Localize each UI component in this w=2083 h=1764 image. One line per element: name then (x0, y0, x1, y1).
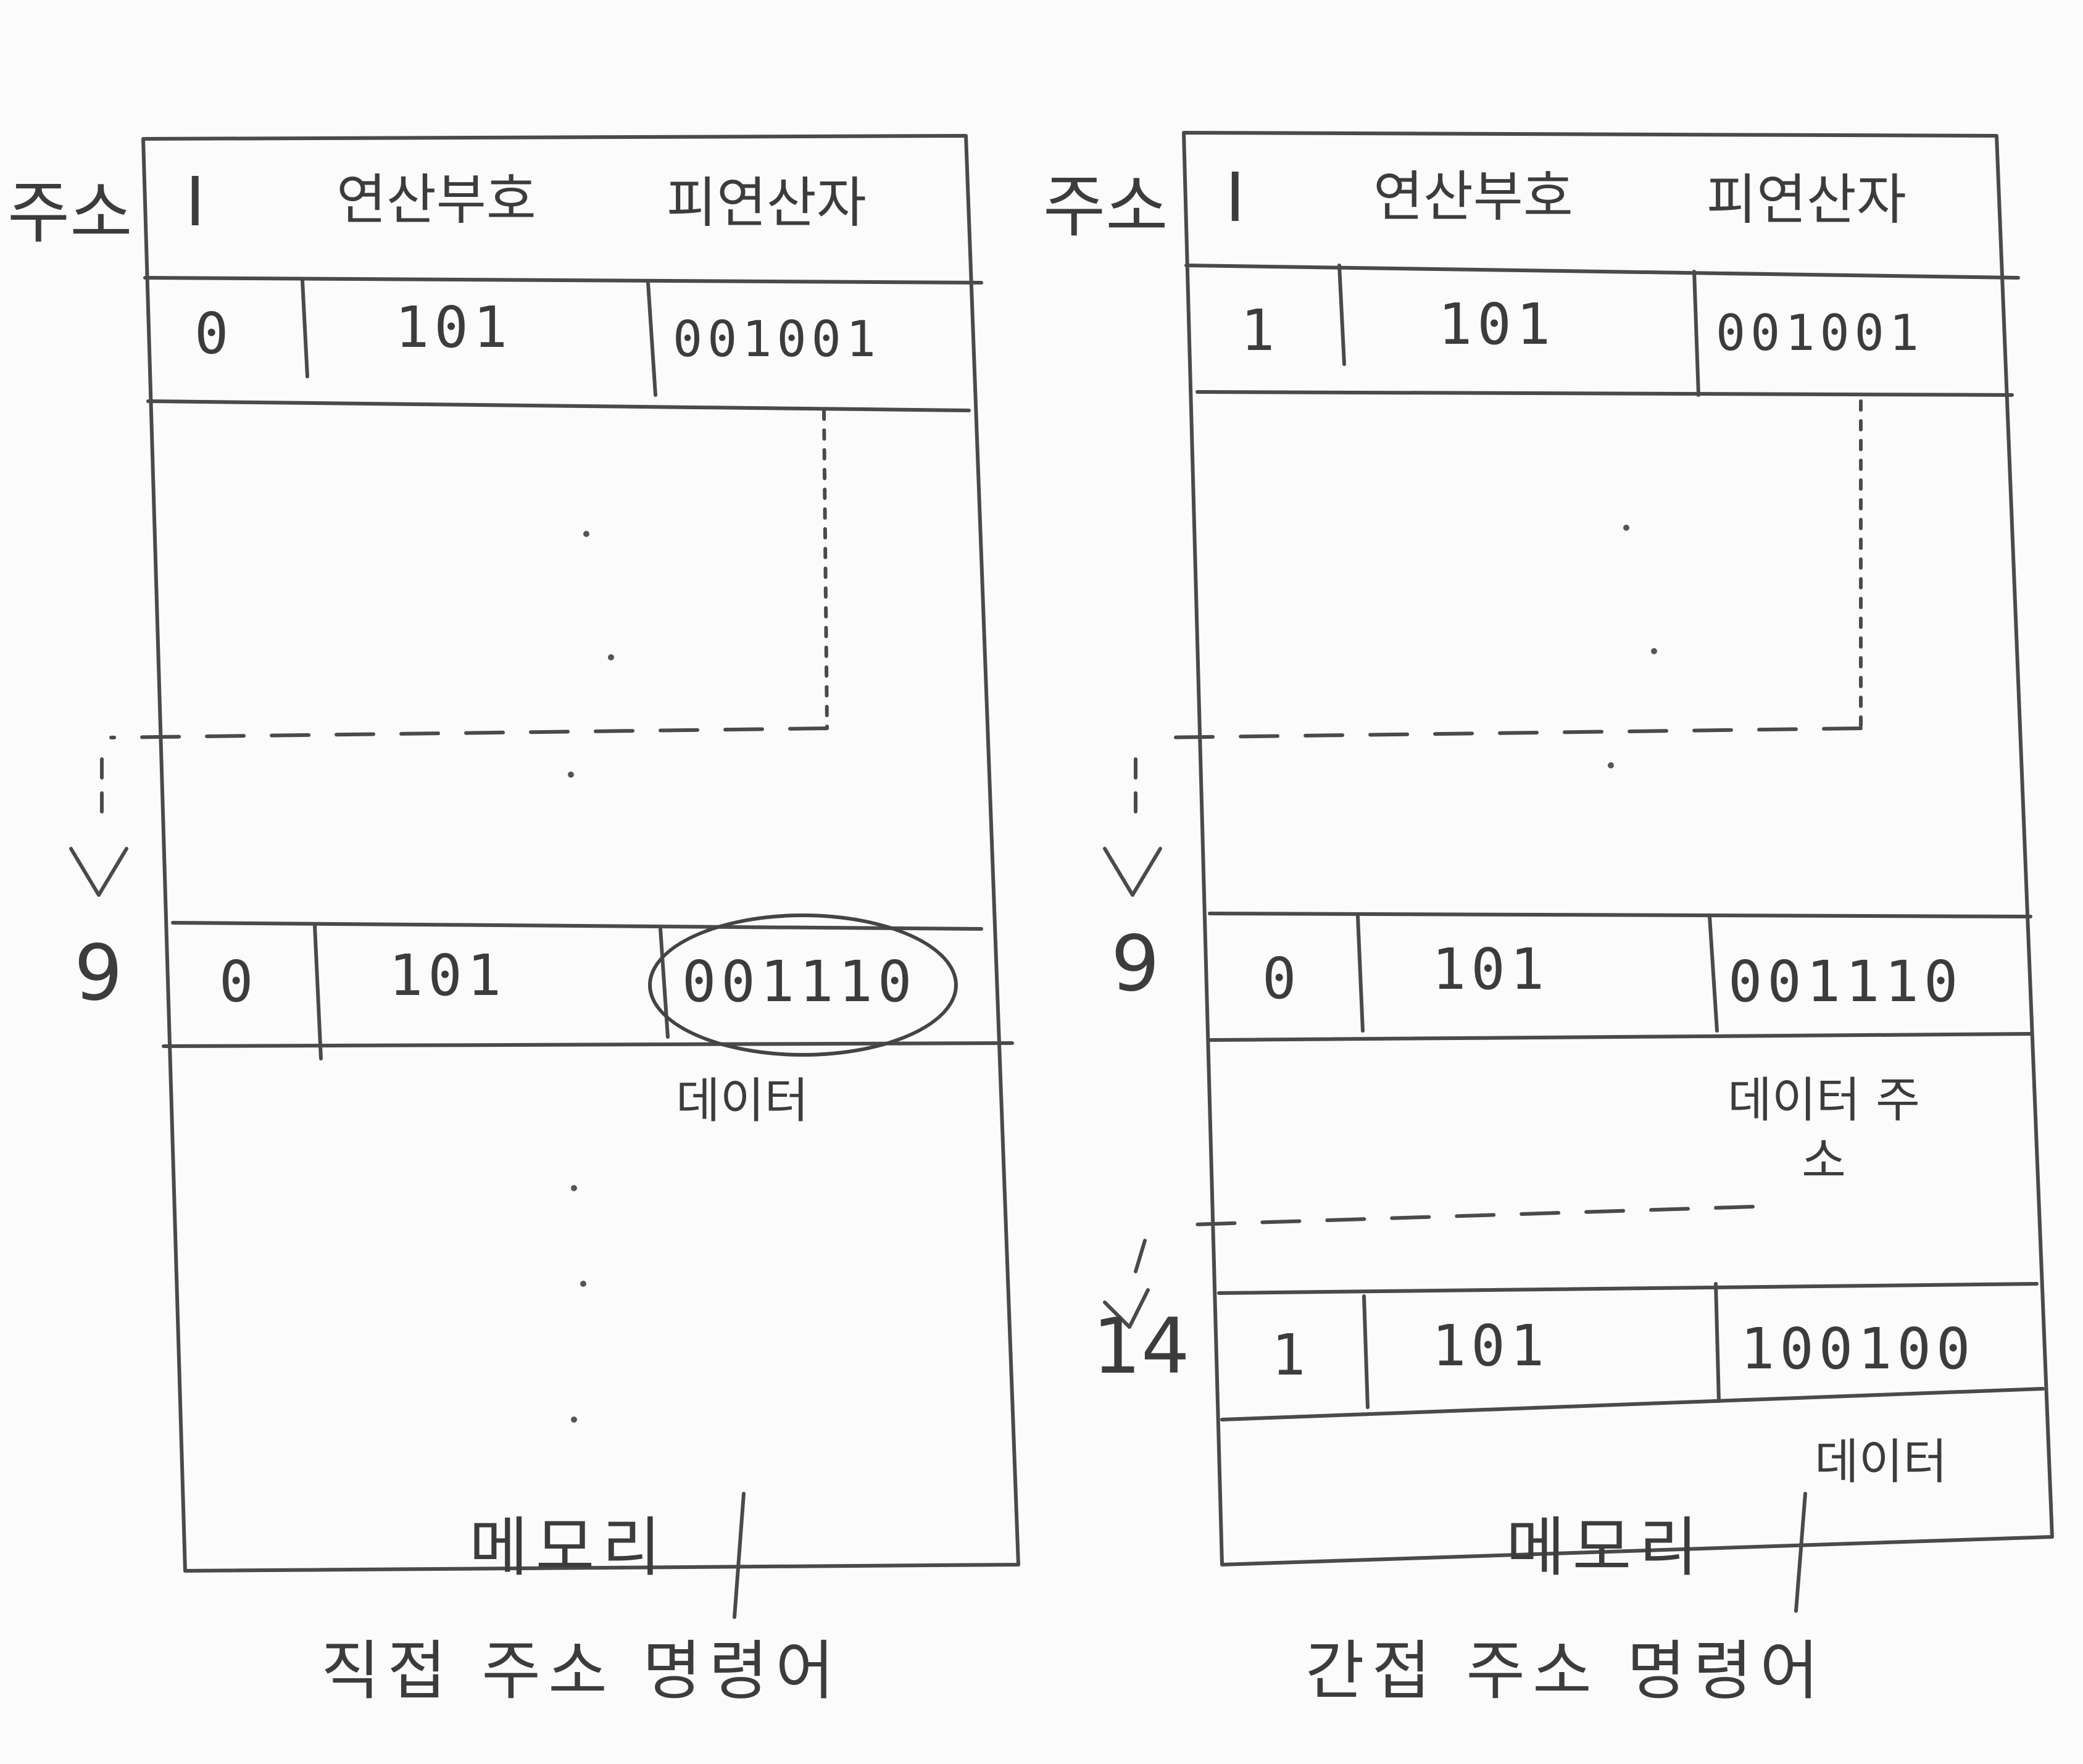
left-dot (580, 1281, 586, 1287)
left-dot (583, 531, 589, 537)
left-header-address: 주소 (7, 173, 133, 252)
right-dot (1608, 762, 1614, 768)
right-row1-div2 (1692, 270, 1700, 397)
right-row9-opcode: 101 (1432, 936, 1550, 1002)
left-row1-div1 (301, 279, 309, 378)
right-pointer-across (1158, 726, 1863, 739)
right-row14-div1 (1362, 1294, 1370, 1409)
left-row1-operand: 001001 (673, 310, 881, 368)
right-row14-operand: 100100 (1740, 1316, 1976, 1382)
left-row1-div2 (646, 281, 657, 397)
left-dot (571, 1185, 577, 1191)
left-memory-slash (733, 1492, 746, 1619)
right-row1-i: 1 (1241, 297, 1280, 364)
left-row9-operand-circle (648, 913, 958, 1057)
left-row9-div1 (313, 924, 323, 1060)
right-row9-address: 9 (1111, 920, 1160, 1009)
left-header-operand: 피연산자 (667, 171, 867, 235)
right-header-operand: 피연산자 (1707, 168, 1906, 231)
right-memory-box (1182, 131, 2054, 1566)
left-dot (608, 654, 614, 660)
right-pointer2-vert (1134, 1239, 1147, 1273)
right-row9-top (1208, 912, 2032, 918)
right-row9-i: 0 (1262, 946, 1302, 1012)
left-header-opcode: 연산부호 (336, 168, 536, 231)
right-header-i: I (1225, 158, 1245, 237)
right-header-address: 주소 (1043, 167, 1168, 246)
right-row14-div2 (1714, 1282, 1721, 1403)
right-row14-bottom (1220, 1387, 2045, 1421)
left-pointer-across (109, 726, 829, 739)
left-row9-i: 0 (219, 949, 259, 1015)
left-dot (568, 772, 574, 778)
right-pointer2-across (1171, 1205, 1755, 1227)
left-dot (571, 1417, 577, 1423)
left-row1-bottom (146, 399, 971, 412)
right-row9-bottom (1208, 1032, 2032, 1042)
left-header-line (143, 276, 983, 285)
right-row9-div1 (1356, 915, 1365, 1033)
left-memory-label: 메모리 (469, 1510, 669, 1585)
right-row9-operand: 001110 (1728, 949, 1963, 1015)
right-arrowhead2 (1103, 1288, 1150, 1329)
right-dot (1651, 648, 1657, 654)
right-row14-opcode: 101 (1432, 1313, 1550, 1379)
left-row1-opcode: 101 (395, 294, 513, 360)
left-row9-address: 9 (74, 929, 123, 1018)
right-row14-i: 1 (1271, 1322, 1311, 1388)
right-memory-label: 메모리 (1506, 1510, 1706, 1585)
right-row9-div2 (1708, 915, 1719, 1033)
right-dot (1623, 525, 1629, 531)
right-row14-top (1217, 1282, 2039, 1295)
right-header-line (1184, 264, 2020, 280)
left-arrowhead (69, 847, 128, 897)
right-row9-note: 데이터 주소 (1728, 1073, 1920, 1189)
left-row9-note: 데이터 (676, 1073, 809, 1129)
right-caption: 간접 주소 명령어 (1305, 1633, 1826, 1708)
right-row1-operand: 001001 (1716, 304, 1924, 362)
left-row9-opcode: 101 (389, 942, 507, 1009)
left-row1-i: 0 (194, 301, 234, 367)
right-header-opcode: 연산부호 (1373, 165, 1573, 228)
left-caption: 직접 주소 명령어 (321, 1633, 842, 1708)
right-row14-note: 데이터 (1815, 1434, 1948, 1490)
right-row1-opcode: 101 (1438, 291, 1556, 357)
right-row14-address: 14 (1092, 1302, 1190, 1391)
right-arrowhead (1103, 847, 1162, 897)
left-pointer-down (822, 409, 829, 730)
right-row1-div1 (1337, 264, 1346, 366)
left-memory-box (141, 134, 1020, 1573)
right-memory-slash (1794, 1492, 1807, 1613)
right-row1-bottom (1195, 390, 2014, 397)
left-header-i: I (185, 162, 206, 241)
